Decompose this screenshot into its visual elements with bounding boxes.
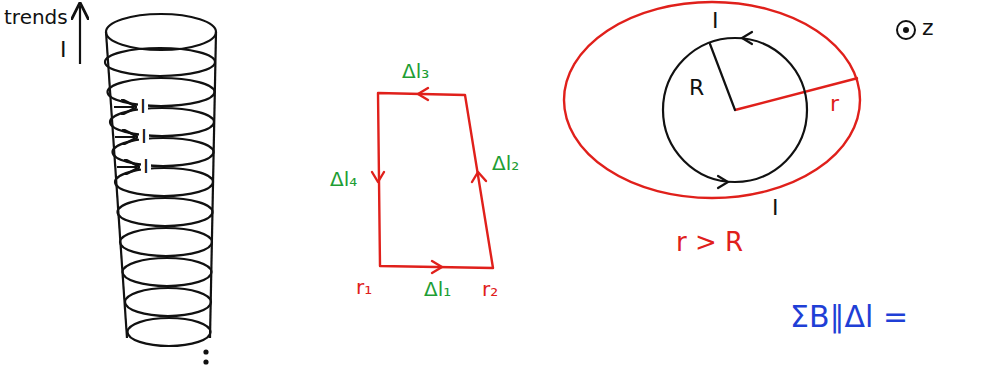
annotation-label: Δl₃ (402, 60, 429, 82)
current-arrow (80, 6, 81, 64)
solenoid-coil (105, 14, 216, 364)
annotation-label: I (139, 125, 149, 147)
annotation-label: z (922, 16, 934, 40)
amperian-circle (564, 2, 860, 198)
ampere-loop (372, 88, 493, 273)
solenoid-cross-section (663, 32, 807, 188)
annotation-label: I (772, 196, 779, 220)
annotation-label: I (712, 9, 719, 33)
annotation-label: R (689, 76, 704, 100)
annotation-label: I (138, 95, 148, 117)
annotation-label: I (60, 38, 67, 62)
annotation-label: r₁ (356, 276, 372, 298)
out-of-page-symbol (897, 21, 915, 39)
annotation-label: I (141, 155, 151, 177)
annotation-label: Δl₂ (492, 152, 519, 174)
annotation-label: trends (4, 6, 68, 28)
annotation-label: Δl₄ (330, 168, 357, 190)
annotation-label: r > R (676, 228, 743, 257)
annotation-label: ΣB∥Δl = (790, 300, 908, 333)
annotation-label: Δl₁ (424, 278, 451, 300)
coil-current-arrows (114, 107, 137, 167)
annotation-label: r (830, 92, 839, 116)
annotation-label: r₂ (482, 278, 498, 300)
